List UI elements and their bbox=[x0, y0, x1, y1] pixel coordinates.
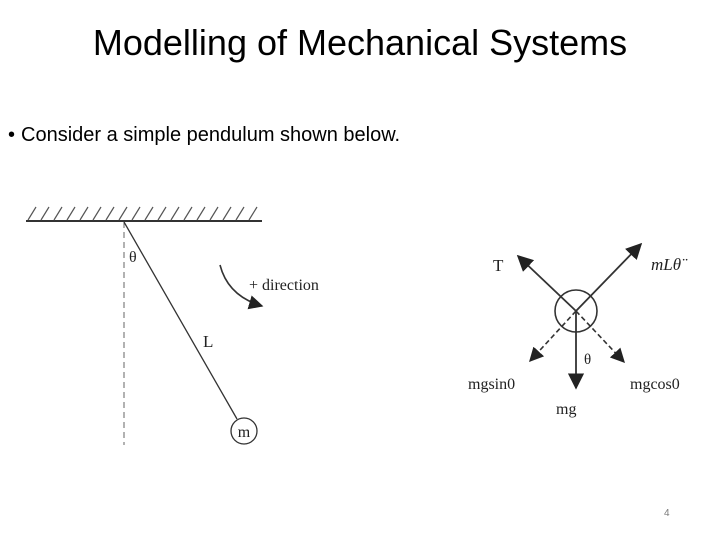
weight-label: mg bbox=[556, 401, 576, 418]
bullet-point: •Consider a simple pendulum shown below. bbox=[8, 124, 400, 147]
tension-label: T bbox=[493, 256, 504, 275]
angle-label: θ bbox=[129, 249, 137, 266]
length-label: L bbox=[203, 332, 213, 351]
inertia-arrow bbox=[575, 242, 643, 312]
inertia-label: mLθ̈ bbox=[651, 255, 688, 274]
mgcos-arrow bbox=[575, 310, 625, 364]
mgsin-arrow bbox=[529, 310, 577, 363]
mgsin-label: mgsin0 bbox=[468, 376, 515, 393]
fbd-angle-label: θ bbox=[584, 352, 591, 368]
direction-label: + direction bbox=[249, 277, 319, 294]
direction-arrow bbox=[219, 264, 264, 310]
pendulum-rod bbox=[123, 221, 238, 420]
pendulum-bob bbox=[230, 417, 258, 445]
mass-label: m bbox=[238, 424, 251, 441]
tension-arrow bbox=[516, 254, 577, 312]
free-body-diagram: T mLθ̈ mg mgsin0 mgcos0 θ bbox=[468, 242, 688, 418]
ceiling bbox=[26, 206, 262, 222]
bullet-dot: • bbox=[8, 124, 16, 146]
slide-title: Modelling of Mechanical Systems bbox=[92, 22, 628, 63]
mgcos-label: mgcos0 bbox=[630, 376, 680, 393]
bullet-text: Consider a simple pendulum shown below. bbox=[21, 124, 401, 146]
page-number: 4 bbox=[664, 508, 670, 519]
